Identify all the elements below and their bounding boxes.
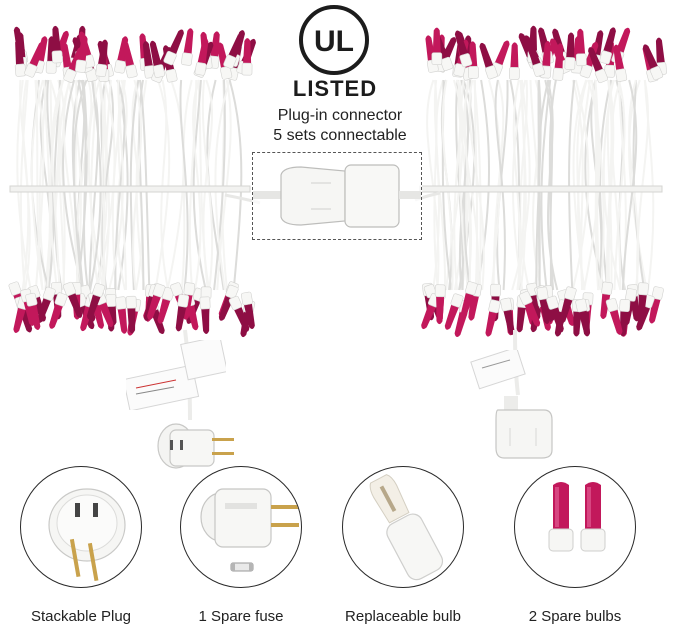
spare-fuse-icon: [230, 562, 254, 572]
plug-connector-image: [253, 164, 421, 228]
spare-bulbs-circle: [514, 466, 636, 588]
spare-bulbs-caption: 2 Spare bulbs: [528, 608, 622, 625]
spare-fuse-circle: [180, 466, 302, 588]
left-male-plug: [157, 423, 234, 469]
replaceable-bulb-caption: Replaceable bulb: [345, 608, 461, 625]
left-cord-tag: [126, 340, 226, 410]
right-cord-tag: [470, 350, 526, 390]
plug-with-fuse-icon: [200, 488, 299, 572]
right-female-plug: [495, 396, 553, 459]
replaceable-bulb-icon: [369, 474, 444, 581]
connector-callout-box: [252, 152, 422, 240]
ul-logo-letters: UL: [314, 25, 354, 58]
spare-bulb-left: [548, 482, 574, 552]
connector-note: Plug-in connector 5 sets connectable: [240, 106, 440, 146]
listed-label: LISTED: [292, 76, 378, 101]
ul-certification-logo: UL: [298, 4, 370, 76]
spare-bulbs-icon: [548, 482, 606, 552]
stackable-plug-circle: [20, 466, 142, 588]
connector-note-line1: Plug-in connector: [277, 107, 403, 124]
stackable-plug-icon: [48, 488, 126, 582]
connector-note-line2: 5 sets connectable: [273, 127, 407, 144]
spare-fuse-caption: 1 Spare fuse: [198, 608, 284, 625]
left-light-string-bundle: [8, 25, 256, 338]
stackable-plug-caption: Stackable Plug: [30, 608, 132, 625]
replaceable-bulb-circle: [342, 466, 464, 588]
right-light-string-bundle: [419, 25, 667, 337]
spare-bulb-right: [580, 482, 606, 552]
